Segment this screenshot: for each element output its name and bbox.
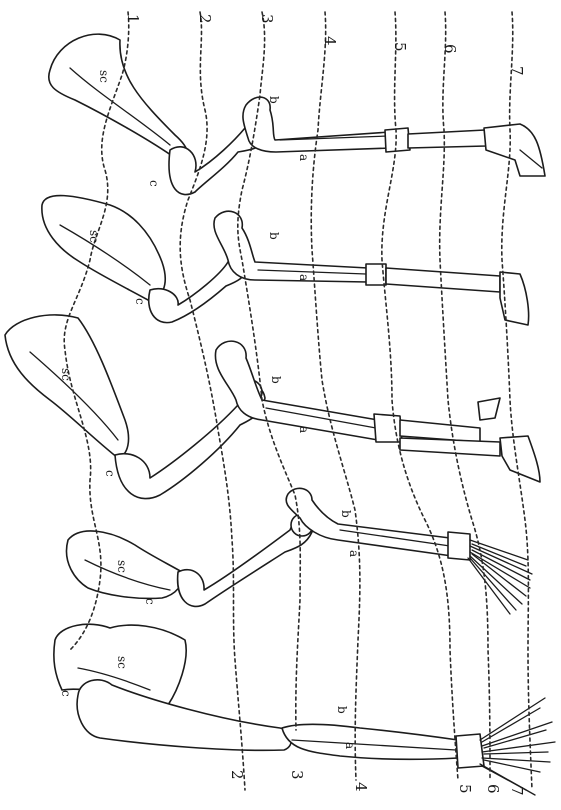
limb-2 — [42, 196, 529, 325]
limb-2-scapula — [42, 196, 165, 300]
limb-3-a-label: a — [297, 426, 311, 433]
limb-1-digit — [484, 124, 545, 176]
bottom-label-4: 4 — [352, 782, 370, 792]
limb-1 — [49, 34, 545, 194]
limb-1-c-label: c — [147, 180, 161, 187]
limb-1-carpals — [385, 128, 410, 152]
top-label-2: 2 — [196, 14, 214, 24]
limb-5-a-label: a — [343, 742, 357, 749]
limb-1-a-label: a — [297, 154, 311, 161]
limb-2-sc-label: sc — [87, 230, 101, 243]
limb-1-b-label: b — [267, 96, 281, 104]
limb-4-digits — [468, 540, 532, 614]
top-label-5: 5 — [391, 42, 409, 52]
limb-3-dewclaw — [478, 398, 500, 420]
limb-2-metacarpal — [386, 268, 500, 292]
limb-3-hoof — [500, 436, 540, 482]
limb-3 — [5, 315, 540, 499]
limb-4-sc-label: sc — [115, 560, 129, 573]
limb-1-scapula — [49, 34, 188, 160]
homology-line-5 — [382, 12, 458, 780]
limb-3-metacarpal-b — [400, 438, 500, 456]
limb-1-sc-label: sc — [97, 70, 111, 83]
top-label-1: 1 — [124, 14, 142, 24]
bottom-label-3: 3 — [288, 770, 306, 780]
limb-1-radius-ulna — [243, 97, 392, 152]
limb-5-c-label: c — [59, 690, 73, 697]
bottom-label-5: 5 — [456, 784, 474, 794]
limb-3-c-label: c — [103, 470, 117, 477]
limb-4-c-label: c — [143, 598, 157, 605]
limb-2-a-label: a — [297, 274, 311, 281]
top-label-6: 6 — [441, 44, 459, 54]
homology-line-6 — [440, 12, 490, 780]
limb-5-radius-ulna — [282, 724, 458, 759]
limb-2-b-label: b — [267, 232, 281, 240]
limb-3-b-label: b — [269, 376, 283, 384]
limb-3-scapula — [5, 315, 129, 458]
limb-3-sc-label: sc — [59, 368, 73, 381]
limb-4-radius-ulna — [286, 488, 452, 556]
top-number-labels: 1 2 3 4 5 6 7 — [124, 14, 526, 76]
limb-5-humerus — [77, 680, 291, 751]
bottom-label-7: 7 — [508, 786, 526, 796]
homology-line-4 — [311, 12, 360, 780]
limb-1-metacarpal — [408, 130, 486, 148]
top-label-4: 4 — [321, 36, 339, 46]
limb-5-carpals — [456, 734, 484, 768]
limb-5-b-label: b — [335, 706, 349, 714]
limb-5-sc-label: sc — [115, 656, 129, 669]
limb-4-humerus — [178, 521, 312, 606]
homology-line-2 — [180, 12, 245, 790]
limb-2-c-label: c — [133, 298, 147, 305]
bottom-label-6: 6 — [484, 784, 502, 794]
limb-4-carpals — [448, 532, 470, 560]
limb-3-carpals — [374, 414, 402, 442]
top-label-7: 7 — [508, 66, 526, 76]
limb-4-a-label: a — [347, 550, 361, 557]
bottom-number-labels: 2 3 4 5 6 7 — [228, 770, 526, 796]
limb-4-b-label: b — [339, 510, 353, 518]
bottom-label-2: 2 — [228, 770, 246, 780]
top-label-3: 3 — [258, 14, 276, 24]
